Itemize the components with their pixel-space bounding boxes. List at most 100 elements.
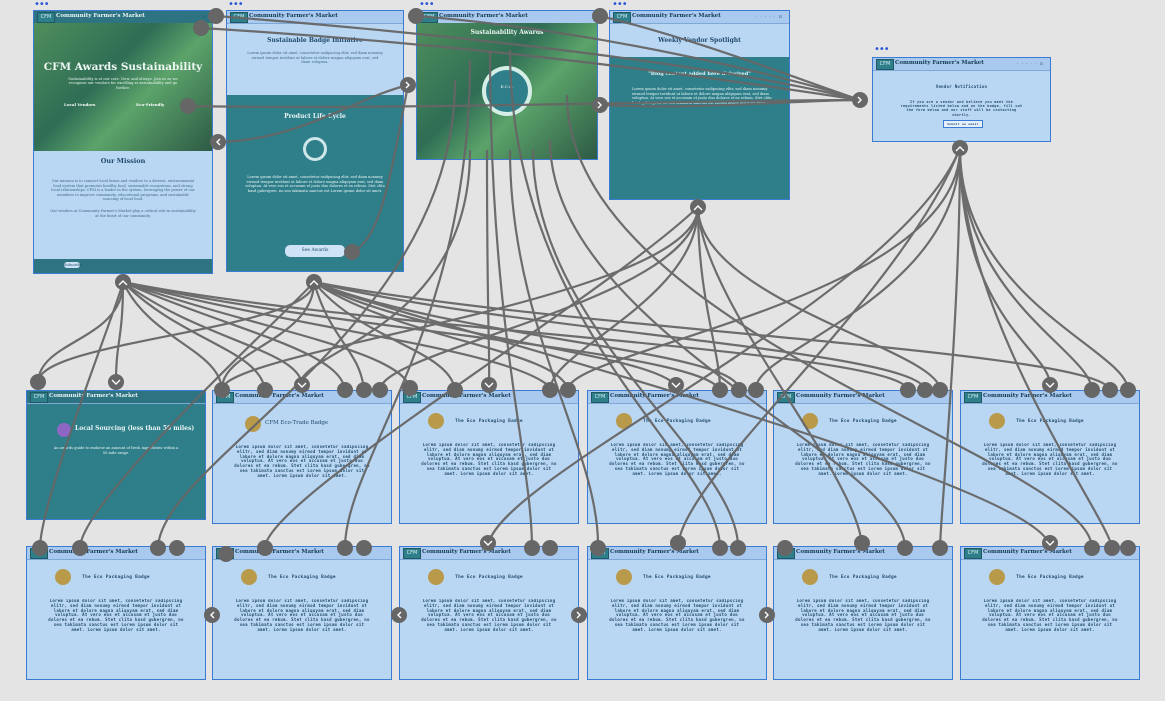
spotlight-text: Lorem ipsum dolor sit amet, consetetur s… [632,87,772,105]
logo: CFM [591,392,609,403]
see-awards-button[interactable]: See Awards [285,245,345,257]
frame-vendor-spotlight[interactable]: CFM Community Farmer's Market · · · · · … [609,10,790,200]
badge-title: The Eco Packaging Badge [643,575,711,580]
local-text: An awards guide to endorse an amount of … [53,446,179,455]
nav-links[interactable]: · · · · · ⊡ [178,14,206,19]
badge-title: The Eco Packaging Badge [643,419,711,424]
badge-title: The Eco Packaging Badge [455,575,523,580]
awards-title: Sustainability Awards [470,29,544,36]
badge-icon [55,569,71,585]
badge-icon [802,569,818,585]
frame-local-sourcing[interactable]: CFM Community Farmer's Market Local Sour… [26,390,206,520]
initiative-body: Product Life Cycle Lorem ipsum dolor sit… [227,95,403,271]
frame-badge-initiative[interactable]: CFM Community Farmer's Market Sustainabl… [226,10,404,272]
frame-home[interactable]: CFM Community Farmer's Market · · · · · … [33,10,213,274]
frame-handle[interactable]: ••• [419,0,435,10]
frame-handle[interactable]: ••• [228,0,244,10]
badge-text: Lorem ipsum dolor sit amet, consetetur s… [421,599,557,632]
logo: CFM [216,548,234,559]
spotlight-quote: "Blog content added here if desired" [648,71,751,77]
brand-name: Community Farmer's Market [983,393,1072,399]
badge-text: Lorem ipsum dolor sit amet, consetetur s… [421,443,557,476]
frame-handle[interactable]: ••• [612,0,628,10]
brand-name: Community Farmer's Market [422,549,511,555]
frame-handle[interactable]: ••• [874,44,890,55]
badge-text: Lorem ipsum dolor sit amet, consetetur s… [609,599,745,632]
life-cycle-graphic [303,137,327,161]
brand-name: Community Farmer's Market [796,549,885,555]
life-cycle-title: Product Life Cycle [284,113,346,120]
logo: CFM [420,12,438,23]
frame-sustainability-awards[interactable]: CFM Community Farmer's Market Sustainabi… [416,10,598,160]
notification-text: If you are a vendor and believe you meet… [900,100,1023,117]
brand-name: Community Farmer's Market [249,13,338,19]
spotlight-body: "Blog content added here if desired" Lor… [610,57,789,199]
badge-title: The Eco Packaging Badge [1016,419,1084,424]
logo: CFM [876,59,894,70]
brand-name: Community Farmer's Market [796,393,885,399]
brand-name: Community Farmer's Market [983,549,1072,555]
nav-links[interactable]: · · · · · ⊡ [1016,61,1044,66]
logo: CFM [777,548,795,559]
logo: CFM [403,392,421,403]
logo: CFM [403,548,421,559]
badge-icon [989,569,1005,585]
brand-name: Community Farmer's Market [632,13,721,19]
logo: CFM [30,392,48,403]
badge-text: Lorem ipsum dolor sit amet, consetetur s… [48,599,184,632]
brand-name: Community Farmer's Market [49,549,138,555]
badge-icon [616,569,632,585]
badge-text: Lorem ipsum dolor sit amet, consetetur s… [609,443,745,476]
hero-title: CFM Awards Sustainability [43,61,203,73]
badge-icon [245,416,261,432]
local-title: Local Sourcing (less than 50 miles) [75,425,195,432]
notification-title: Vendor Notification [935,84,988,89]
initiative-text: Lorem ipsum dolor sit amet, consetetur s… [245,175,385,193]
hero-subtitle: Sustainability is at our core. Now, and … [68,77,178,90]
frame-cfm-badge[interactable]: CFM Community Farmer's Market CFM Eco-Tr… [212,390,392,524]
badge-title: The Eco Packaging Badge [829,575,897,580]
badge-text: Lorem ipsum dolor sit amet, consetetur s… [982,443,1118,476]
badge-text: Lorem ipsum dolor sit amet, consetetur s… [234,599,370,632]
brand-name: Community Farmer's Market [610,393,699,399]
badge-title: The Eco Packaging Badge [82,575,150,580]
badge-icon [241,569,257,585]
brand-name: Community Farmer's Market [895,60,984,66]
badge-text: Lorem ipsum dolor sit amet, consetetur s… [234,445,370,478]
subscribe-button[interactable]: Subscribe [64,262,82,268]
badge-title: The Eco Packaging Badge [455,419,523,424]
frame-handle[interactable]: ••• [34,0,50,10]
brand-name: Community Farmer's Market [422,393,511,399]
logo: CFM [591,548,609,559]
frame-vendor-notification[interactable]: CFM Community Farmer's Market · · · · · … [872,57,1051,142]
stat-eco-friendly: Eco-Friendly [136,102,165,107]
logo: CFM [964,392,982,403]
logo: CFM [216,392,234,403]
brand-name: Community Farmer's Market [610,549,699,555]
badge-text: Lorem ipsum dolor sit amet, consetetur s… [795,599,931,632]
notification-button[interactable]: Submit an email [943,120,983,128]
badge-icon [428,569,444,585]
mission-title: Our Mission [100,157,146,165]
badge-text: Lorem ipsum dolor sit amet, consetetur s… [982,599,1118,632]
logo: CFM [37,12,55,23]
logo: CFM [230,12,248,23]
mission-text: Our mission is to connect local farms an… [51,179,195,202]
awards-wheel[interactable]: E.C.O. [482,66,532,116]
nav-links[interactable]: · · · · · ⊡ [755,14,783,19]
awards-center: E.C.O. [500,84,514,89]
brand-name: Community Farmer's Market [49,393,138,399]
badge-text: Lorem ipsum dolor sit amet, consetetur s… [795,443,931,476]
brand-name: Community Farmer's Market [439,13,528,19]
